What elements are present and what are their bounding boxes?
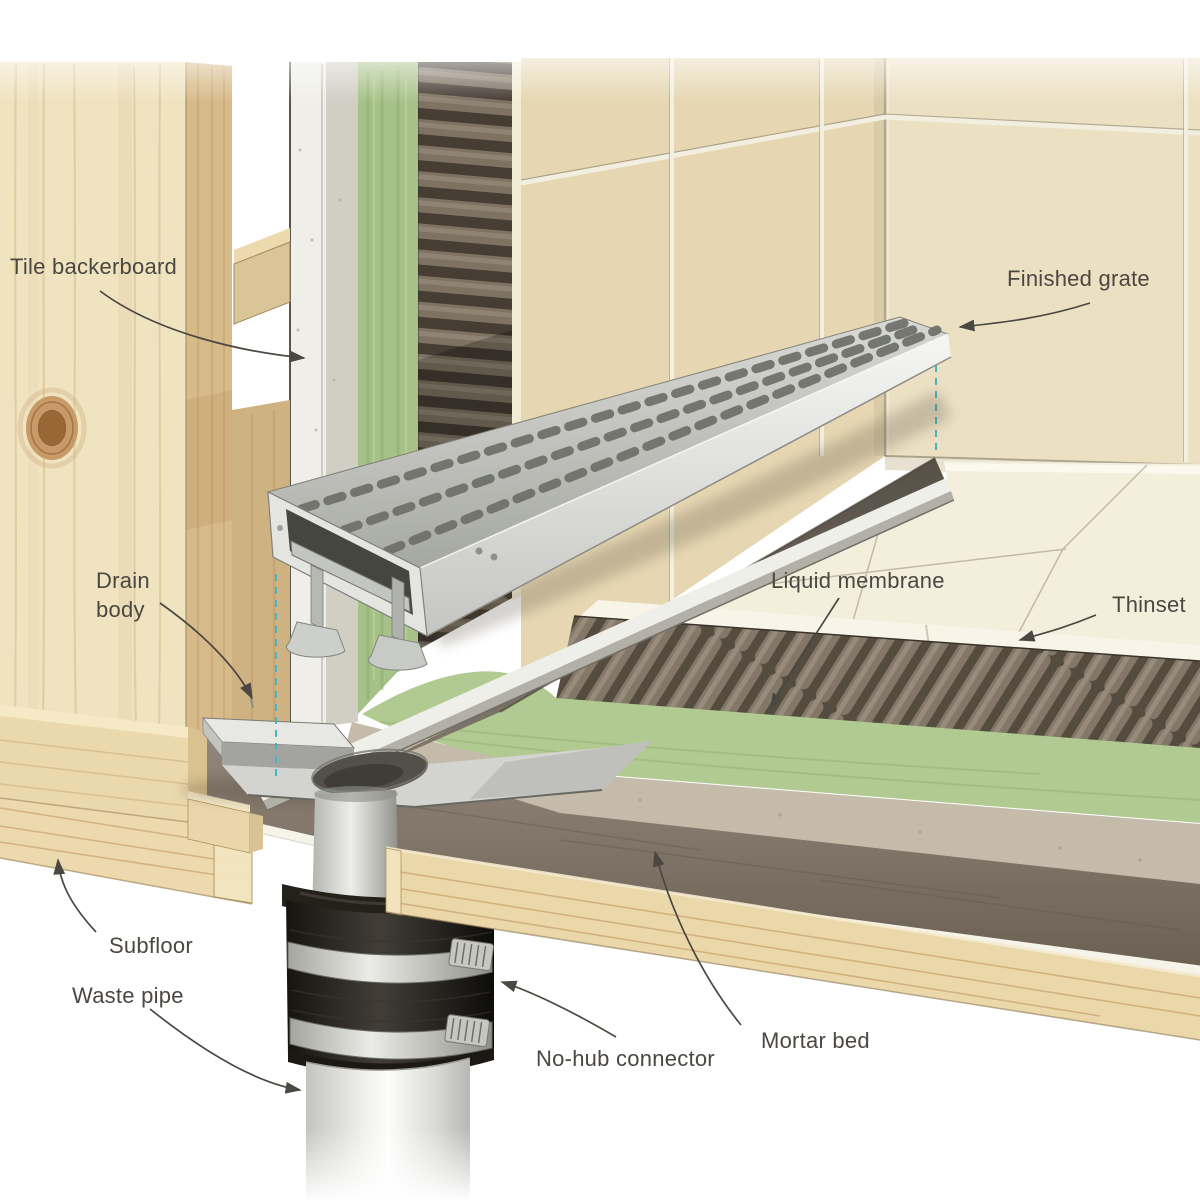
subfloor-bottom-edge — [0, 857, 253, 905]
grout-edge — [884, 113, 1200, 131]
finished-grate — [266, 316, 952, 671]
plank-grain — [391, 871, 1200, 1017]
plate-grain — [0, 739, 189, 807]
plank-end-grain — [385, 847, 402, 916]
drain-outlet-tube — [312, 790, 399, 920]
knot-halo — [17, 387, 87, 469]
bottom-plate-top — [0, 705, 188, 738]
pan-edge-mid — [263, 491, 954, 810]
blocking-front — [233, 241, 291, 325]
stud-grain-band — [118, 64, 132, 724]
top-fade — [0, 28, 1200, 102]
lower-blocking — [232, 400, 290, 740]
wall-stud-front — [0, 62, 186, 737]
membrane-texture — [379, 721, 1200, 801]
grate-rivet — [475, 547, 483, 555]
plank-bottom-edge — [385, 911, 1200, 1041]
grate-rivet — [490, 553, 498, 561]
grate-front-face — [420, 334, 951, 636]
subfloor-right — [385, 846, 1200, 1041]
leveling-foot-base — [368, 634, 428, 671]
grate-slots — [296, 316, 942, 556]
rubber-texture — [289, 929, 493, 1023]
knot-center — [38, 410, 66, 446]
label-drain-body: Drain body — [96, 568, 150, 623]
pipe-top-edge — [305, 1057, 471, 1071]
label-finished-grate: Finished grate — [1007, 266, 1150, 291]
label-subfloor: Subfloor — [109, 933, 193, 958]
floor-membrane-layer — [362, 671, 1200, 823]
subfloor-plank — [386, 848, 1200, 1040]
stud-grain-band — [28, 64, 38, 722]
floor-back-highlight — [944, 463, 1200, 474]
stud-side-grain — [197, 64, 225, 741]
pan-edge-bright — [256, 478, 951, 801]
floor-tiles — [662, 461, 1200, 649]
grate-front-top-edge — [419, 333, 949, 569]
leveling-foot-stem — [310, 564, 324, 630]
drain-step-face — [222, 742, 354, 771]
no-hub-connector-body — [286, 900, 494, 1068]
arrow-drain-body — [159, 602, 253, 700]
drain-interior-shade — [470, 741, 652, 799]
grate-cast-shadow — [430, 390, 952, 648]
grate-front-bottom-edge — [426, 356, 952, 637]
label-thinset: Thinset — [1112, 592, 1186, 617]
outlet-top-shadow — [314, 786, 398, 802]
clamp-screw-upper — [448, 938, 494, 972]
label-liquid-membrane: Liquid membrane — [771, 568, 945, 593]
drain-outlet-hole — [311, 748, 429, 795]
leveling-foot-base — [286, 621, 346, 658]
pipe-fade — [286, 1128, 486, 1200]
floor-thinset-layer — [556, 616, 1200, 749]
floor-tile-cut-edge — [578, 600, 1200, 664]
arrow-subfloor — [53, 858, 97, 933]
drain-front-edge — [247, 789, 603, 809]
leveling-foot-stem — [391, 576, 405, 643]
grate-channel-lip — [290, 540, 411, 613]
label-waste-pipe: Waste pipe — [72, 983, 184, 1008]
clamp-screw-lower — [444, 1014, 490, 1048]
plank-top-highlight — [385, 846, 1200, 978]
arrow-no-hub-connector — [500, 980, 617, 1038]
knot-ring — [30, 401, 74, 455]
label-no-hub-connector: No-hub connector — [536, 1046, 715, 1071]
annotation-arrows — [53, 290, 1097, 1094]
trench-cavity — [352, 458, 946, 777]
hose-clamp-upper — [287, 941, 493, 984]
grout-edge — [520, 113, 886, 181]
hose-clamp-lower — [289, 1017, 493, 1060]
arrow-waste-pipe — [149, 1008, 302, 1094]
arrow-finished-grate — [958, 302, 1091, 332]
stud-grain-lines — [13, 63, 162, 731]
plate-block-end — [250, 813, 263, 853]
arrow-tile-backerboard — [99, 290, 306, 363]
label-tile-backerboard: Tile backerboard — [10, 254, 178, 279]
grout-line — [884, 114, 1200, 136]
plate-bottom-edge — [0, 797, 189, 823]
floor-tile-field — [662, 461, 1200, 649]
arrow-mortar-bed — [652, 850, 742, 1026]
arrow-thinset — [1018, 614, 1097, 642]
mortar-top-layer — [345, 722, 1200, 885]
grout-line — [520, 114, 886, 186]
blocking-top — [234, 228, 290, 264]
grate-end-bolt — [277, 525, 283, 531]
wall-corner-shade — [874, 58, 885, 456]
bottom-plate-front — [0, 716, 188, 822]
tile-backerboard-face — [326, 62, 358, 726]
wall-tile-right — [885, 58, 1200, 464]
label-mortar-bed: Mortar bed — [761, 1028, 870, 1053]
stud-side-shade — [186, 390, 232, 530]
arrow-liquid-membrane — [770, 597, 840, 710]
